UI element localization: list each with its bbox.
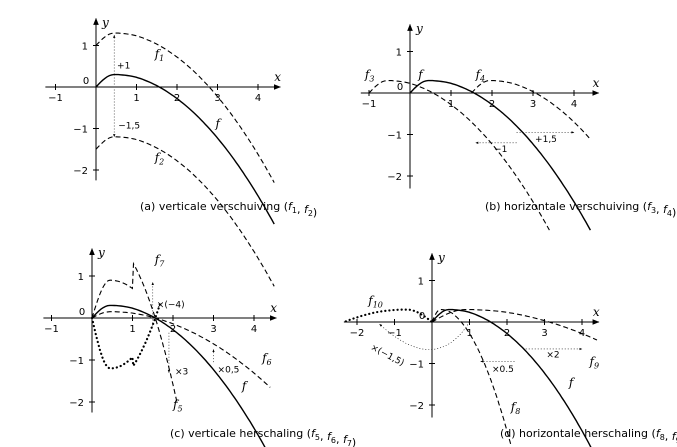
curve-f bbox=[431, 308, 592, 447]
origin-label: 0 bbox=[419, 311, 425, 322]
curve-f9 bbox=[431, 309, 598, 341]
annotation: +1,5 bbox=[535, 135, 557, 145]
x-axis-label: x bbox=[274, 70, 281, 84]
curve-f1 bbox=[95, 32, 275, 183]
curve-f bbox=[409, 79, 592, 231]
label-f: f bbox=[241, 379, 249, 393]
x-tick-label: 1 bbox=[133, 93, 139, 104]
x-tick-label: 1 bbox=[466, 328, 472, 339]
x-tick-label: 4 bbox=[571, 99, 577, 110]
y-tick-label: 1 bbox=[396, 48, 402, 59]
curve-f2 bbox=[95, 136, 275, 287]
curve-f5 bbox=[91, 261, 178, 403]
x-tick-label: −1 bbox=[362, 99, 377, 110]
label-f: f bbox=[568, 375, 576, 389]
annotation: ×0.5 bbox=[492, 365, 514, 375]
curve-f8 bbox=[431, 309, 512, 445]
x-tick-label: 3 bbox=[210, 324, 216, 335]
y-axis-label: y bbox=[415, 22, 423, 36]
annotation: ×2 bbox=[546, 350, 559, 360]
origin-label: 0 bbox=[397, 82, 403, 93]
label-f3: f3 bbox=[364, 67, 375, 83]
origin-label: 0 bbox=[83, 76, 89, 87]
y-tick-label: −1 bbox=[387, 131, 402, 142]
label-f1: f1 bbox=[154, 47, 165, 63]
label-f8: f8 bbox=[510, 400, 521, 416]
y-tick-label: −1 bbox=[69, 356, 84, 367]
curve-f3 bbox=[368, 80, 550, 231]
y-tick-label: −2 bbox=[409, 401, 424, 412]
annotation: ×(−4) bbox=[157, 301, 185, 311]
label-f4: f4 bbox=[475, 67, 486, 83]
x-tick-label: 1 bbox=[129, 324, 135, 335]
label-f2: f2 bbox=[154, 151, 165, 167]
y-tick-label: 1 bbox=[78, 272, 84, 283]
y-axis-label: y bbox=[97, 246, 105, 260]
y-tick-label: −1 bbox=[73, 125, 88, 136]
label-f6: f6 bbox=[261, 351, 272, 367]
curve-f6 bbox=[91, 311, 271, 388]
x-tick-label: 4 bbox=[255, 93, 261, 104]
annotation: +1 bbox=[117, 61, 130, 71]
panel-caption: (c) verticale herschaling (f5, f6, f7) bbox=[170, 427, 356, 447]
label-f10: f10 bbox=[367, 294, 383, 310]
curve-f7 bbox=[90, 300, 162, 370]
x-tick-label: 4 bbox=[251, 324, 257, 335]
annotation: ×(−1,5) bbox=[369, 343, 406, 369]
x-tick-label: −1 bbox=[44, 324, 59, 335]
y-axis-label: y bbox=[437, 251, 445, 265]
annotation: −1 bbox=[494, 145, 507, 155]
label-f: f bbox=[417, 67, 425, 81]
x-tick-label: −2 bbox=[350, 328, 365, 339]
x-tick-label: 3 bbox=[530, 99, 536, 110]
annotation: ×0,5 bbox=[218, 366, 240, 376]
y-tick-label: −1 bbox=[409, 360, 424, 371]
annotation: −1,5 bbox=[118, 122, 140, 132]
panel-caption: (d) horizontale herschaling (f8, f9, f10… bbox=[500, 427, 677, 447]
x-tick-label: 3 bbox=[214, 93, 220, 104]
panel-caption: (b) horizontale verschuiving (f3, f4) bbox=[485, 200, 676, 219]
panel-caption: (a) verticale verschuiving (f1, f2) bbox=[140, 200, 317, 219]
x-axis-label: x bbox=[270, 301, 277, 315]
label-f: f bbox=[214, 117, 222, 131]
y-tick-label: −2 bbox=[69, 398, 84, 409]
label-f9: f9 bbox=[589, 355, 600, 371]
curve-f bbox=[91, 304, 266, 447]
y-tick-label: 1 bbox=[418, 277, 424, 288]
x-tick-label: 3 bbox=[541, 328, 547, 339]
y-tick-label: 1 bbox=[82, 42, 88, 53]
label-f5: f5 bbox=[172, 397, 183, 413]
curve-f4 bbox=[471, 80, 591, 140]
y-tick-label: −2 bbox=[387, 172, 402, 183]
x-tick-label: −1 bbox=[48, 93, 63, 104]
y-axis-label: y bbox=[101, 16, 109, 30]
x-tick-label: −1 bbox=[387, 328, 402, 339]
annotation: ×3 bbox=[175, 368, 188, 378]
y-tick-label: −2 bbox=[73, 166, 88, 177]
origin-label: 0 bbox=[79, 307, 85, 318]
label-f7: f7 bbox=[154, 252, 165, 268]
x-axis-label: x bbox=[593, 76, 600, 90]
curve-f bbox=[95, 73, 275, 225]
x-axis-label: x bbox=[593, 305, 600, 319]
curve-f10 bbox=[344, 308, 434, 324]
